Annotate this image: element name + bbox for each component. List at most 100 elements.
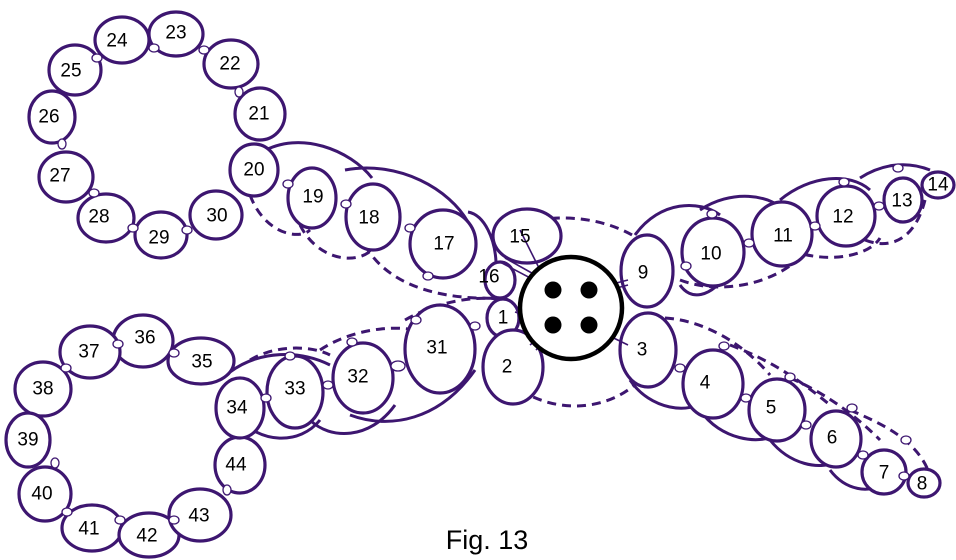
join-ring	[60, 363, 72, 373]
join-ring	[57, 138, 67, 150]
ring-labels: 1 2 3 4 5 6 7 8 9 10 11 12 13 14 15 16 1…	[17, 23, 949, 547]
dashed-arc	[789, 376, 882, 442]
join-ring	[322, 380, 334, 390]
ring-37	[58, 324, 122, 380]
dashed-arc	[664, 316, 772, 376]
lower-handle	[4, 297, 545, 559]
figure-caption: Fig. 13	[446, 525, 529, 555]
ring-label-12: 12	[832, 207, 853, 228]
join-ring	[718, 341, 730, 351]
ring-22	[202, 38, 260, 90]
ring-13	[882, 176, 924, 224]
ring-label-26: 26	[38, 107, 59, 128]
join-ring	[50, 457, 60, 469]
ring-23	[147, 10, 205, 58]
ring-25	[47, 43, 103, 97]
ring-label-4: 4	[700, 373, 711, 394]
join-ring	[88, 188, 100, 198]
ring-35	[166, 336, 236, 386]
dashed-arc	[319, 326, 416, 352]
join-ring	[198, 45, 210, 55]
ring-label-42: 42	[136, 526, 157, 547]
ring-label-8: 8	[917, 474, 928, 495]
ring-28	[76, 192, 136, 244]
ring-label-32: 32	[347, 367, 368, 388]
ring-30	[188, 189, 244, 241]
join-ring	[809, 221, 821, 231]
join-ring	[127, 223, 139, 233]
ring-40	[17, 465, 73, 523]
ring-21	[233, 86, 287, 142]
ring-label-35: 35	[191, 352, 212, 373]
ring-label-24: 24	[106, 31, 128, 52]
join-ring	[346, 337, 358, 347]
join-ring	[857, 450, 869, 460]
join-ring	[900, 435, 912, 445]
ring-9	[619, 233, 675, 309]
join-ring	[148, 43, 160, 53]
ring-label-15: 15	[509, 227, 530, 248]
join-ring	[892, 163, 904, 173]
joining-rings	[50, 43, 912, 525]
ring-32	[331, 341, 395, 415]
button-hole	[580, 316, 598, 334]
ring-label-16: 16	[478, 267, 499, 288]
ring-26	[27, 89, 77, 145]
ring-43	[167, 487, 233, 543]
ring-38	[13, 360, 73, 418]
join-ring	[410, 315, 422, 325]
join-ring	[61, 507, 73, 517]
join-ring	[114, 515, 126, 525]
ring-label-17: 17	[433, 234, 454, 255]
dashed-arc	[679, 256, 802, 289]
ring-4	[681, 348, 745, 420]
join-ring	[168, 515, 180, 525]
arc	[344, 166, 470, 223]
ring-39	[4, 411, 52, 469]
ring-label-37: 37	[78, 342, 99, 363]
ring-15	[491, 207, 563, 265]
ring-18	[344, 182, 402, 252]
join-ring	[800, 420, 812, 430]
ring-label-10: 10	[700, 244, 721, 265]
button-hole	[544, 316, 562, 334]
ring-label-44: 44	[225, 455, 247, 476]
ring-label-41: 41	[78, 519, 99, 540]
center-button	[499, 229, 629, 362]
ring-20	[228, 142, 280, 198]
join-ring	[340, 199, 352, 209]
upper-handle	[27, 10, 563, 300]
ring-label-18: 18	[358, 208, 379, 229]
ring-label-2: 2	[502, 357, 513, 378]
ring-label-14: 14	[927, 175, 949, 196]
ring-label-31: 31	[426, 338, 447, 359]
ring-label-9: 9	[638, 263, 649, 284]
join-ring	[838, 177, 850, 187]
join-ring	[469, 321, 481, 331]
ring-2	[481, 328, 545, 406]
arc	[779, 177, 872, 202]
join-ring	[743, 238, 755, 248]
ring-label-11: 11	[773, 226, 793, 247]
join-ring	[873, 201, 885, 211]
ring-label-3: 3	[637, 340, 648, 361]
ring-label-38: 38	[32, 379, 53, 400]
ring-6	[809, 409, 863, 469]
join-ring	[260, 393, 272, 403]
join-ring	[898, 471, 910, 481]
join-ring	[284, 351, 296, 361]
arc	[859, 163, 931, 180]
button-hole	[544, 281, 562, 299]
join-ring	[168, 348, 180, 358]
ring-label-27: 27	[49, 166, 70, 187]
ring-29	[133, 210, 189, 260]
ring-label-22: 22	[219, 54, 240, 75]
ring-3	[618, 311, 678, 389]
right-blades	[618, 170, 956, 499]
ring-label-40: 40	[31, 484, 52, 505]
ring-label-43: 43	[188, 506, 209, 527]
button-icon	[517, 254, 625, 362]
join-ring	[404, 223, 416, 233]
arc	[229, 353, 331, 374]
